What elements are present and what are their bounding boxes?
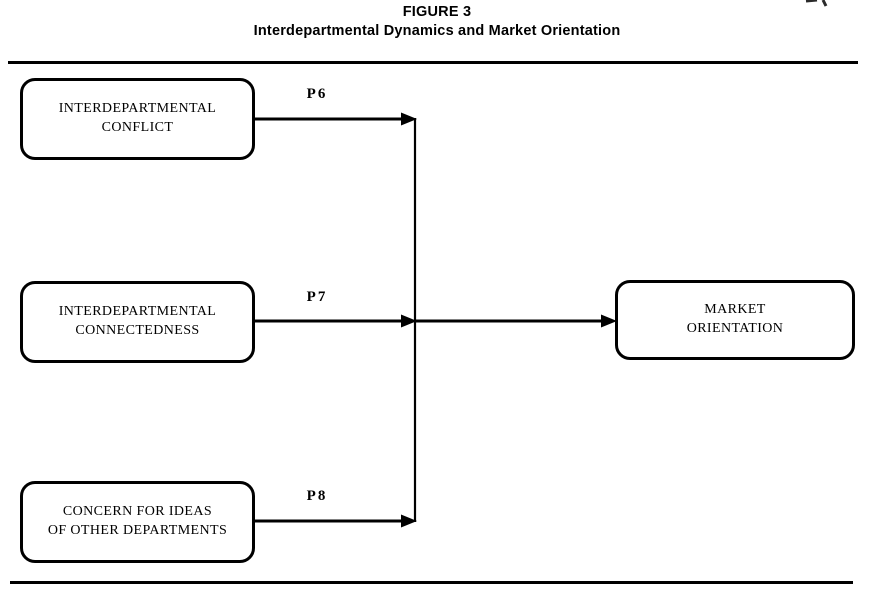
node-label-line: ORIENTATION <box>686 321 784 336</box>
edge-p7-arrowhead-icon <box>401 314 417 328</box>
node-market-orientation: MARKET ORIENTATION <box>615 280 855 360</box>
node-label-line: CONFLICT <box>101 120 174 135</box>
node-interdepartmental-connectedness: INTERDEPARTMENTAL CONNECTEDNESS <box>20 281 255 363</box>
edge-label-p6: P6 <box>306 86 328 102</box>
node-label-line: OF OTHER DEPARTMENTS <box>47 523 228 538</box>
figure-title: Interdepartmental Dynamics and Market Or… <box>253 22 621 39</box>
node-interdepartmental-conflict: INTERDEPARTMENTAL CONFLICT <box>20 78 255 160</box>
node-label-line: CONCERN FOR IDEAS <box>62 504 213 520</box>
node-label-line: INTERDEPARTMENTAL <box>58 304 217 320</box>
edge-label-p8: P8 <box>306 488 328 504</box>
bottom-rule <box>10 581 853 584</box>
figure-number: FIGURE 3 <box>402 4 472 20</box>
node-label-line: INTERDEPARTMENTAL <box>58 101 217 117</box>
edge-p6-arrowhead-icon <box>401 112 417 126</box>
edge-label-p7: P7 <box>306 289 328 305</box>
node-label-line: MARKET <box>704 302 766 318</box>
figure-heading: FIGURE 3 Interdepartmental Dynamics and … <box>0 3 874 41</box>
node-concern-for-ideas: CONCERN FOR IDEAS OF OTHER DEPARTMENTS <box>20 481 255 563</box>
node-label-line: CONNECTEDNESS <box>75 323 200 338</box>
edge-p8-arrowhead-icon <box>401 514 417 528</box>
top-rule <box>8 61 858 64</box>
